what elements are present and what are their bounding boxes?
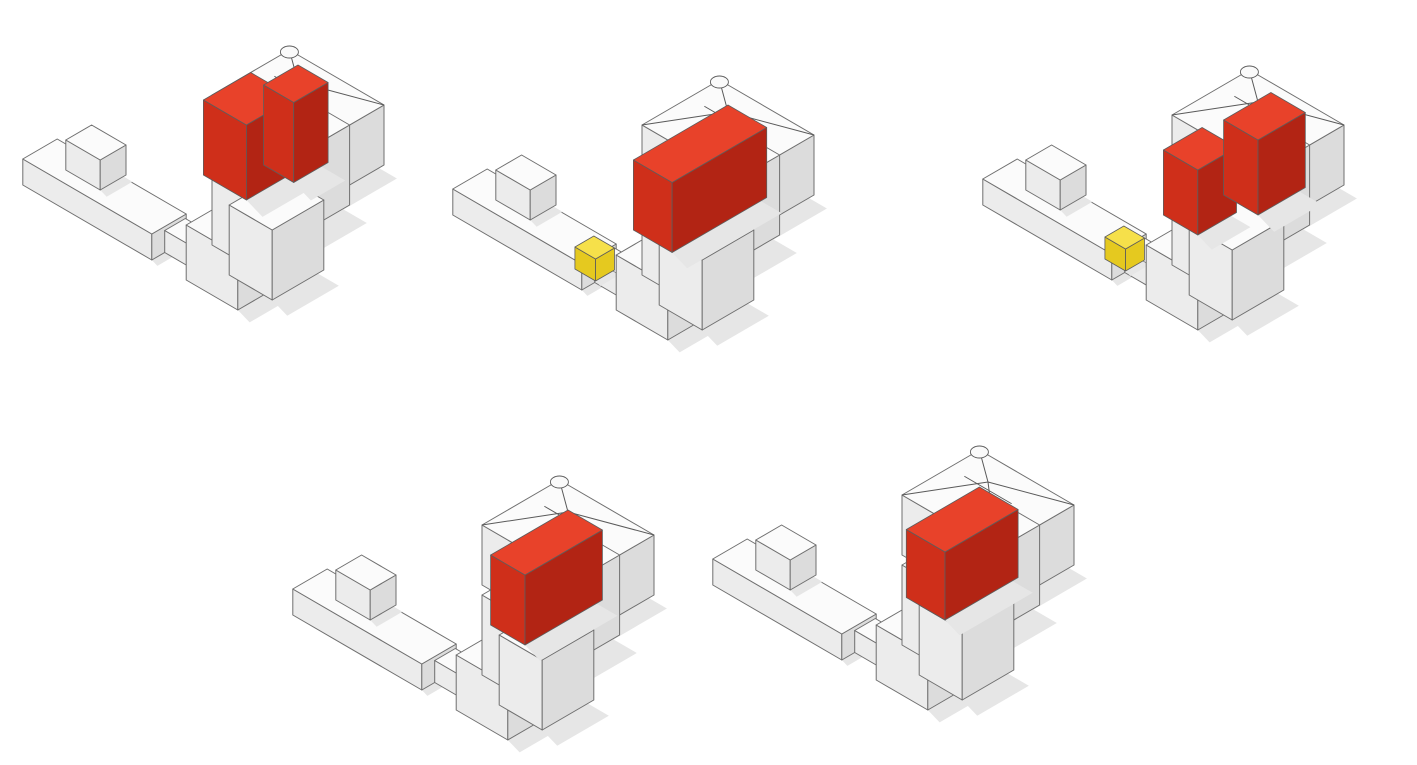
- axonometric-model: [980, 20, 1417, 350]
- axonometric-model: [710, 400, 1170, 730]
- massing-option-5: [710, 400, 1170, 730]
- cupola-icon: [280, 46, 298, 58]
- axonometric-model: [290, 430, 750, 760]
- massing-option-3: [980, 20, 1417, 350]
- cupola-icon: [970, 446, 988, 458]
- massing-option-2: [450, 30, 910, 360]
- cupola-icon: [710, 76, 728, 88]
- axonometric-model: [450, 30, 910, 360]
- axonometric-model: [20, 0, 480, 330]
- massing-option-4: [290, 430, 750, 760]
- cupola-icon: [550, 476, 568, 488]
- massing-option-1: [20, 0, 480, 330]
- cupola-icon: [1240, 66, 1258, 78]
